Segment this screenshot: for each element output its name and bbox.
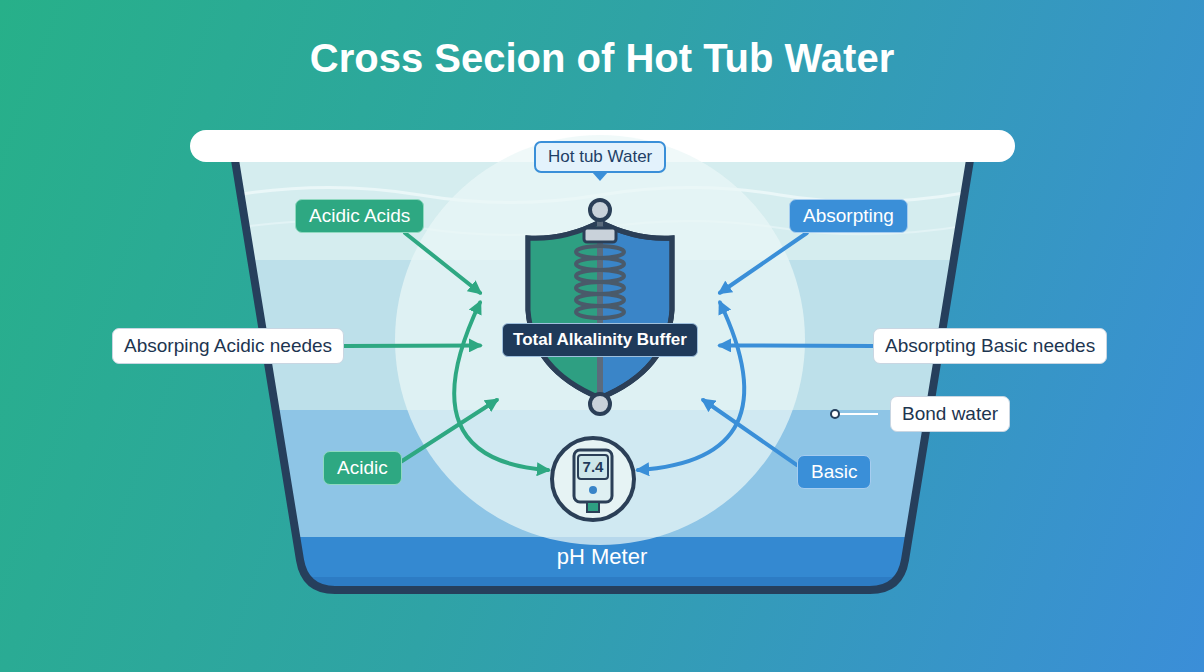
flow-arrow [720, 233, 807, 293]
ph-meter: 7.4 [548, 434, 638, 524]
node-label: Basic [811, 461, 857, 482]
flow-arrow [720, 343, 873, 348]
base-tag: Basic [797, 455, 871, 489]
meter-icon [548, 434, 638, 524]
diagram-title: Cross Secion of Hot Tub Water [0, 36, 1204, 81]
acid-tag: Acidic Acids [295, 199, 424, 233]
node-label: Absorpting [803, 205, 894, 226]
flow-arrow [703, 400, 797, 465]
node-label: Acidic Acids [309, 205, 410, 226]
node-label: Acidic [337, 457, 388, 478]
info-box: Absorpting Basic needes [873, 328, 1107, 364]
bond-water-leader [831, 410, 878, 418]
node-label: Hot tub Water [548, 147, 652, 166]
shield-spring-icon [528, 200, 672, 414]
buffer-node: Total Alkalinity Buffer [480, 205, 720, 400]
flow-arrow [405, 233, 480, 293]
node-label: 7.4 [579, 458, 607, 475]
node-label: pH Meter [557, 544, 647, 570]
callout-box: Hot tub Water [534, 141, 666, 173]
info-box: Bond water [890, 396, 1010, 432]
flow-arrow [344, 343, 480, 348]
buffer-zone [395, 135, 805, 545]
node-label: Absorpting Basic needes [885, 335, 1095, 356]
node-label: Total Alkalinity Buffer [502, 323, 698, 357]
node-label: Absorping Acidic needes [124, 335, 332, 356]
base-tag: Absorpting [789, 199, 908, 233]
info-box: Absorping Acidic needes [112, 328, 344, 364]
meter-band: pH Meter [300, 537, 904, 577]
node-label: Bond water [902, 403, 998, 424]
acid-tag: Acidic [323, 451, 402, 485]
